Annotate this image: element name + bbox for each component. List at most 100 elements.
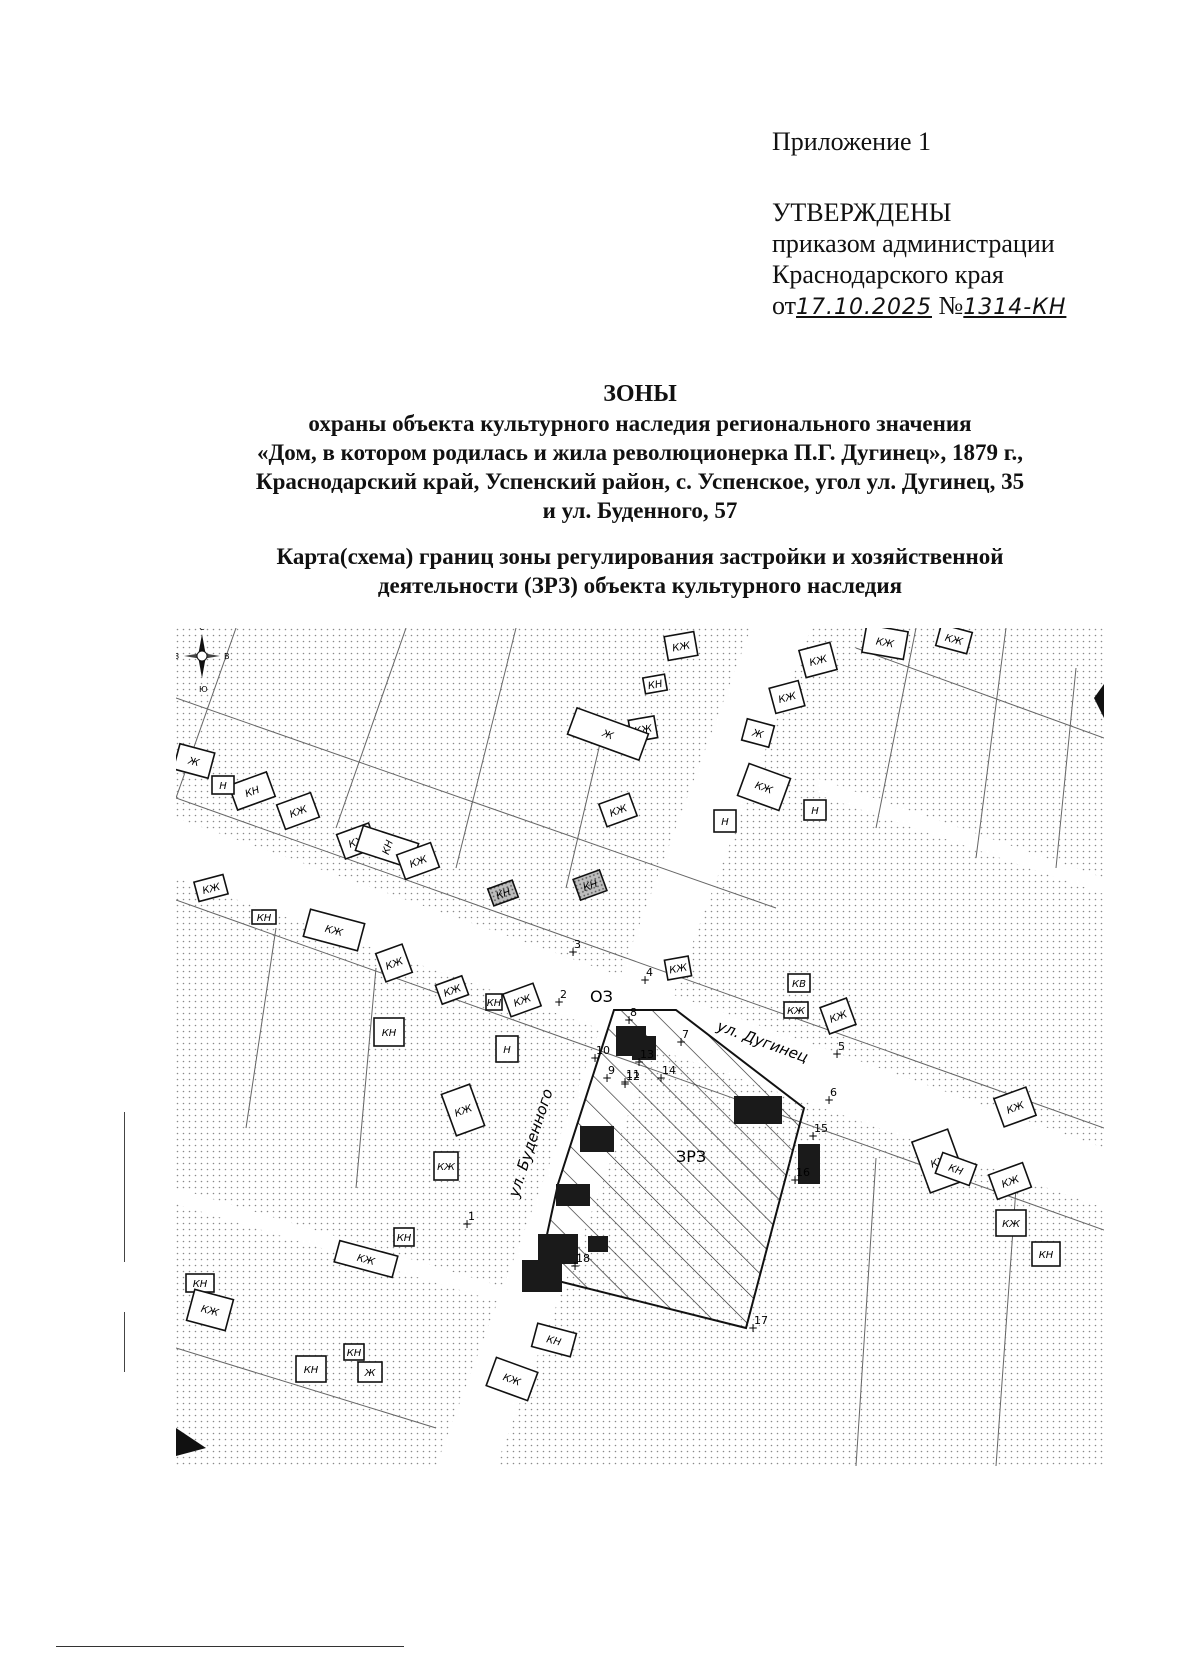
building-outline [992, 1086, 1038, 1128]
boundary-point-marker: + [554, 995, 564, 1009]
building-label: КЖ [787, 1006, 806, 1017]
margin-mark [124, 1112, 125, 1262]
building: КЖ [992, 1086, 1038, 1128]
corner-mark [1094, 684, 1104, 718]
compass-south: Ю [199, 685, 208, 694]
building-outline [530, 1322, 578, 1358]
boundary-point-label: 18 [576, 1252, 590, 1265]
building-label: Н [811, 806, 819, 817]
building-outline [803, 799, 827, 821]
building-label: КН [487, 998, 502, 1009]
oz-label: ОЗ [590, 987, 613, 1006]
building: КЖ [485, 1356, 539, 1402]
boundary-point-label: 3 [574, 938, 581, 951]
building: Ж [566, 706, 650, 762]
building: КН [485, 993, 503, 1011]
building-outline [251, 909, 277, 925]
building-label: КН [545, 1334, 562, 1349]
building-label: КЖ [437, 1162, 456, 1173]
building-outline [485, 993, 503, 1011]
compass-west: З [176, 652, 179, 661]
building-label: КН [244, 785, 262, 801]
compass-north: С [199, 628, 205, 632]
building-outline [485, 1356, 539, 1402]
building-outline [641, 673, 669, 695]
building: КЖ [663, 630, 699, 662]
building-outline [275, 791, 321, 831]
building-outline [501, 982, 543, 1018]
building: КН [227, 770, 277, 812]
boundary-point-marker: + [462, 1217, 472, 1231]
building: КЖ [797, 641, 839, 679]
map-title: Карта(схема) границ зоны регулирования з… [150, 542, 1130, 600]
approval-date-number: от17.10.2025 №1314-КН [772, 290, 1066, 323]
boundary-point-label: 9 [608, 1064, 615, 1077]
building: КН [641, 673, 669, 695]
building: КЖ [333, 1239, 399, 1279]
building-outline [768, 679, 806, 715]
building-outline [343, 1343, 365, 1361]
building-label: Н [219, 781, 227, 792]
building-outline [227, 770, 277, 812]
number-prefix: № [938, 291, 964, 320]
building-outline [434, 974, 470, 1006]
building-outline [295, 1355, 327, 1383]
dark-buildings [522, 1026, 820, 1292]
building-label: КН [1039, 1250, 1054, 1261]
building: КЖ [433, 1151, 459, 1181]
boundary-point-marker: + [790, 1173, 800, 1187]
building-label: КН [193, 1279, 208, 1290]
boundary-point-marker: + [602, 1071, 612, 1085]
building: КН [530, 1322, 578, 1358]
title-main: ЗОНЫ [603, 381, 677, 407]
boundary-point-marker: + [676, 1035, 686, 1049]
building-label: КЖ [672, 640, 693, 654]
appendix-label: Приложение 1 [772, 127, 932, 156]
building-outline [860, 628, 910, 661]
building-label: Н [503, 1045, 511, 1056]
building-label: КН [257, 913, 272, 924]
building: КН [393, 1227, 415, 1247]
building: КЖ [934, 628, 974, 655]
building: Ж [357, 1361, 383, 1383]
map-title-line-2: деятельности (ЗРЗ) объекта культурного н… [377, 573, 903, 598]
building-label: КН [347, 1348, 362, 1359]
title-line-3: Краснодарский край, Успенский район, с. … [255, 469, 1025, 494]
building-outline [987, 1161, 1033, 1201]
boundary-point-label: 14 [662, 1064, 676, 1077]
building: КЖ [302, 908, 366, 952]
boundary-point-label: 15 [814, 1122, 828, 1135]
building-label: КН [947, 1163, 965, 1179]
document-title: ЗОНЫ охраны объекта культурного наследия… [150, 380, 1130, 525]
building-outline [819, 997, 857, 1035]
building: КН [251, 909, 277, 925]
building-outline [995, 1209, 1027, 1237]
boundary-point-label: 13 [640, 1048, 654, 1061]
building-outline [395, 841, 441, 881]
building: КЖ [768, 679, 806, 715]
building-outline [357, 1361, 383, 1383]
building: КЖ [860, 628, 910, 661]
building-outline [440, 1083, 486, 1137]
building: Н [495, 1035, 519, 1063]
date-prefix: от [772, 291, 797, 320]
boundary-point-marker: + [624, 1013, 634, 1027]
building-outline [433, 1151, 459, 1181]
boundary-point-marker: + [832, 1047, 842, 1061]
boundary-point-label: 6 [830, 1086, 837, 1099]
boundary-point-label: 16 [796, 1166, 810, 1179]
zone-map: КЖКЖКНЖКЖКНКНКЖКЖКНКЖКНКЖКЖКНКЖКЖКЖКНКНН… [176, 628, 1104, 1466]
handwritten-number: 1314-КН [963, 295, 1067, 320]
building-outline [783, 1001, 809, 1019]
building: Н [211, 775, 235, 795]
building-outline [495, 1035, 519, 1063]
building: КЖ [440, 1083, 486, 1137]
building-label: КЖ [356, 1253, 377, 1269]
boundary-point-label: 17 [754, 1314, 768, 1327]
boundary-point-label: 5 [838, 1040, 845, 1053]
building: КН [185, 1273, 215, 1293]
building-outline [393, 1227, 415, 1247]
building-label: Ж [600, 728, 616, 743]
building-outline [597, 792, 639, 828]
boundary-point-marker: + [568, 945, 578, 959]
